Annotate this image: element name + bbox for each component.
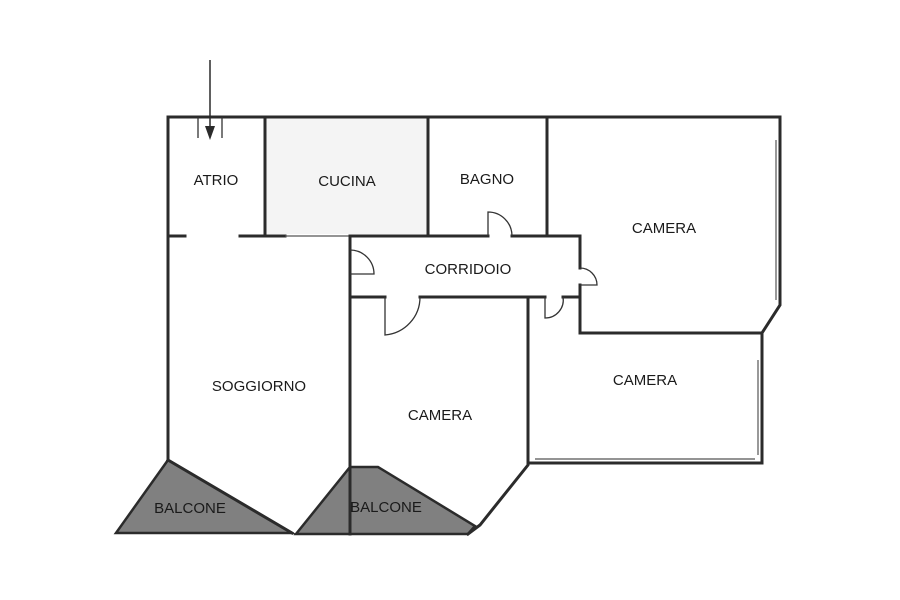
door-soggiorno-corridor (349, 249, 375, 275)
balcony-left (113, 458, 297, 535)
door-camera-mid (384, 296, 421, 336)
room-label-camera-bottom-right: CAMERA (613, 372, 677, 389)
arrow-down-icon (205, 60, 215, 140)
room-label-bagno: BAGNO (460, 171, 514, 188)
door-bagno (487, 211, 513, 237)
room-label-camera-top-right: CAMERA (632, 220, 696, 237)
outer-wall (166, 115, 782, 537)
room-label-cucina: CUCINA (318, 173, 376, 190)
room-label-balcone-right: BALCONE (350, 499, 422, 516)
door-camera-lower (544, 296, 564, 319)
room-label-corridoio: CORRIDOIO (425, 261, 512, 278)
kitchen-floor (265, 117, 428, 234)
room-label-balcone-left: BALCONE (154, 500, 226, 517)
room-label-camera-middle: CAMERA (408, 407, 472, 424)
wall-camera-upper-bottom (578, 295, 764, 335)
room-label-soggiorno: SOGGIORNO (212, 378, 306, 395)
room-label-atrio: ATRIO (194, 172, 239, 189)
wall-living-left-to-balcony (165, 457, 295, 536)
door-camera-upper (579, 267, 598, 286)
